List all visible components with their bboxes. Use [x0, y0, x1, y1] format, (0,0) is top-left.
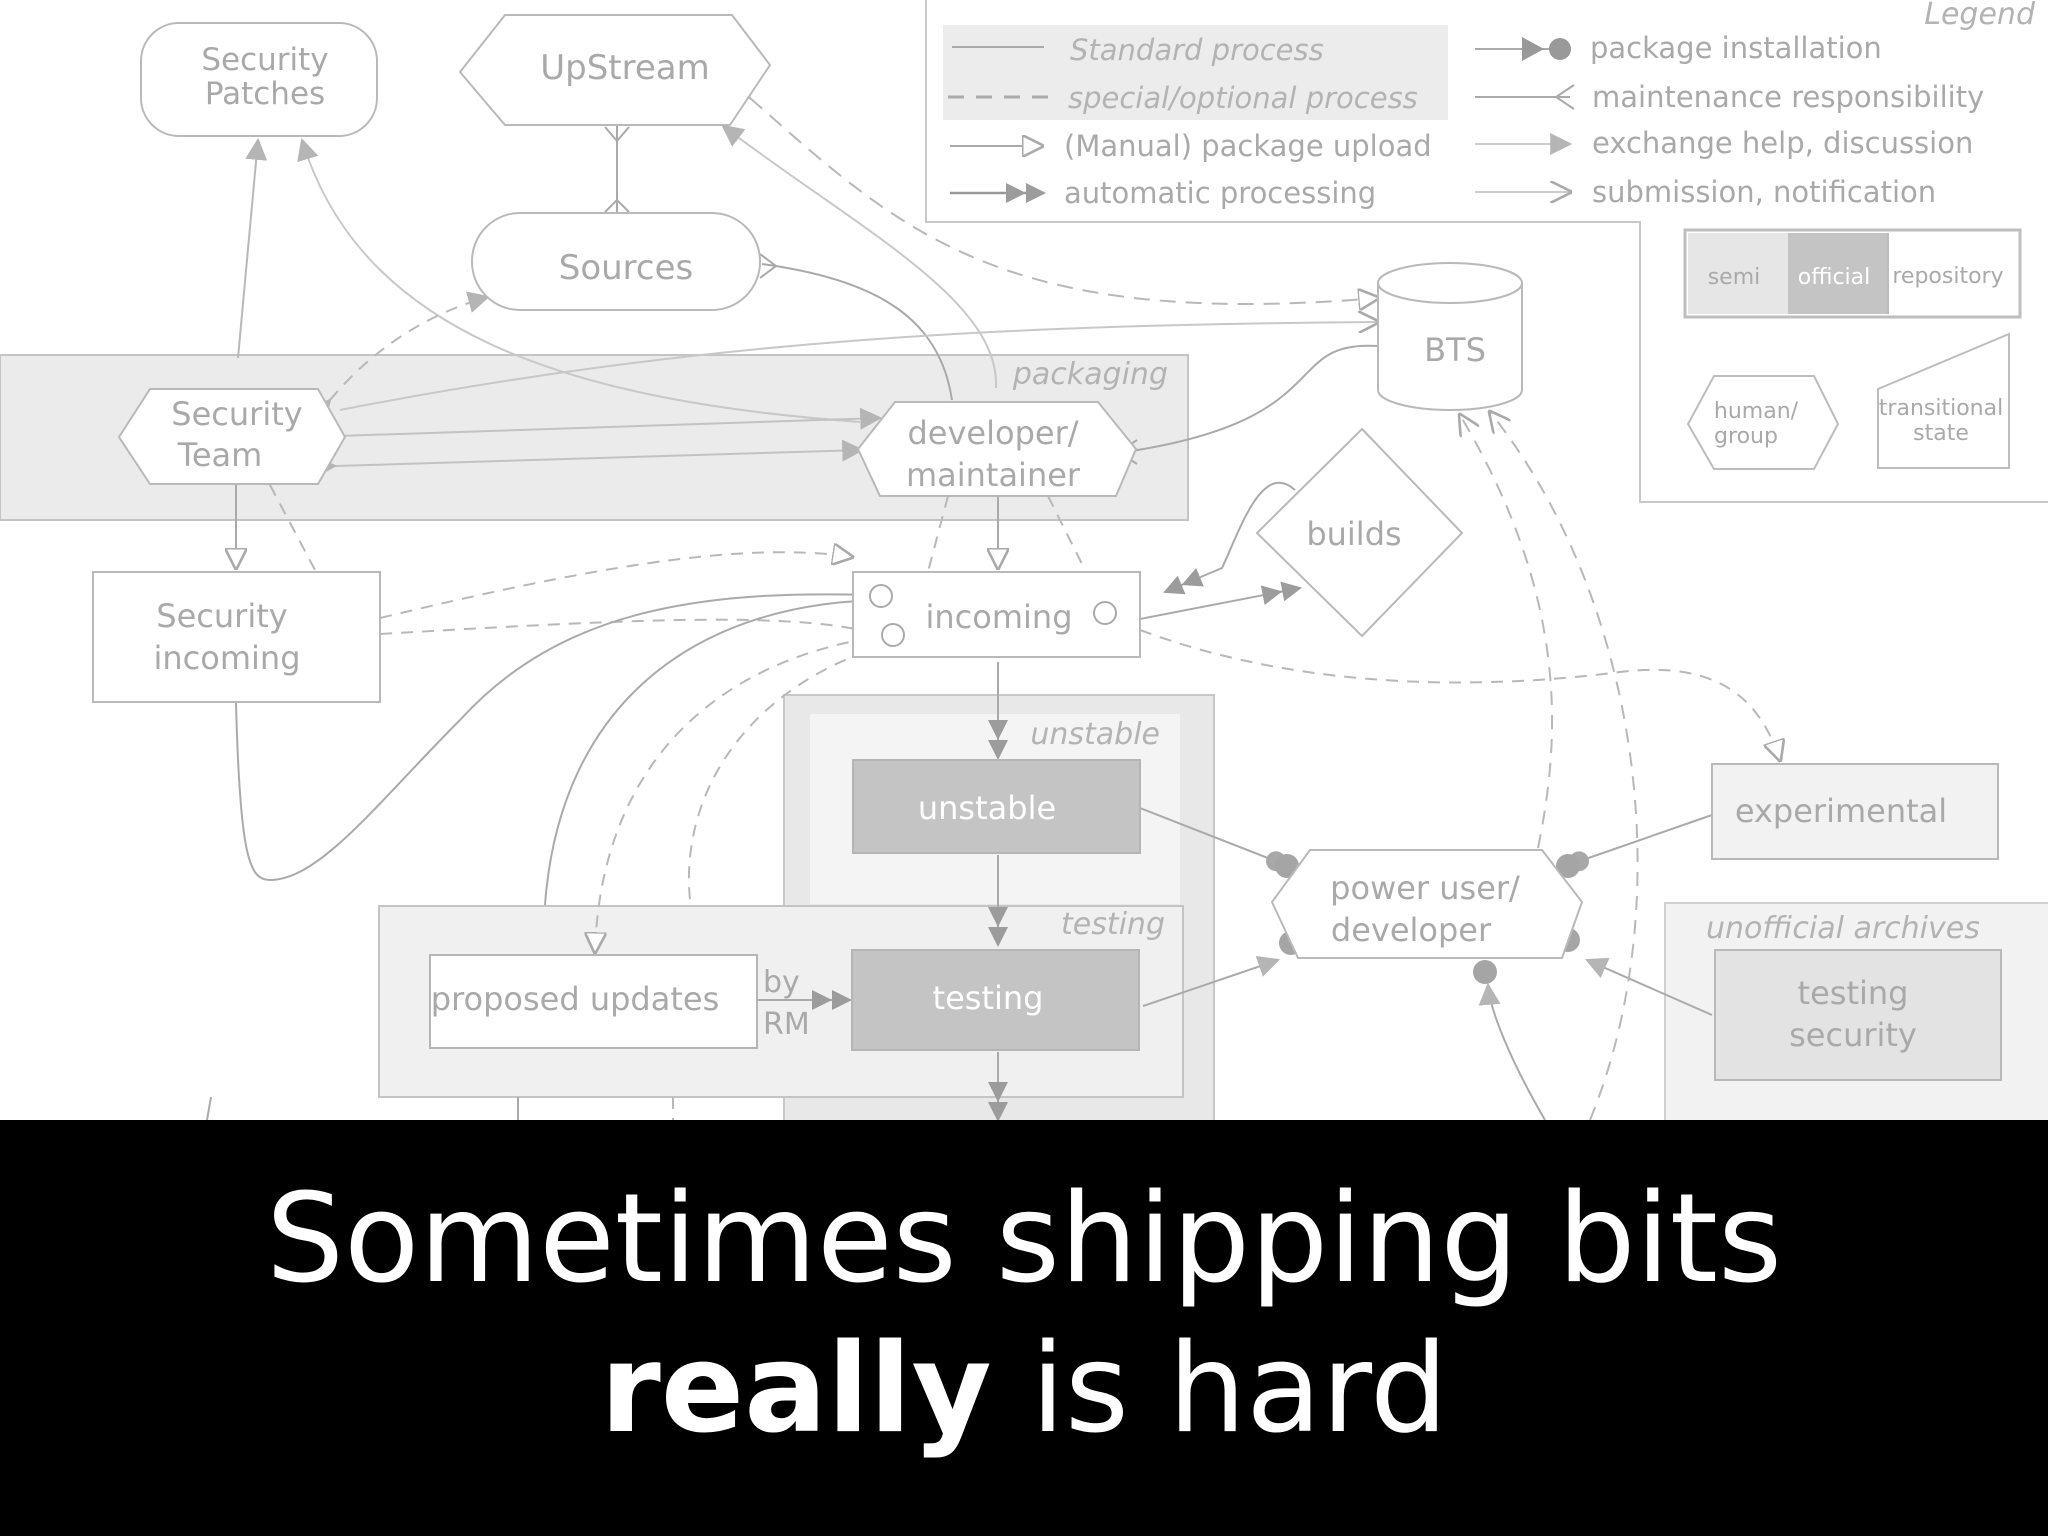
- legend-install-label: package installation: [1590, 31, 1882, 65]
- headline-emphasis: really: [600, 1318, 992, 1461]
- legend-submission-label: submission, notification: [1592, 175, 1936, 209]
- developer-label-2: maintainer: [906, 456, 1081, 494]
- upstream-node: UpStream: [458, 14, 772, 126]
- legend-title: Legend: [1924, 0, 2036, 32]
- legend-repository-label: repository: [1892, 264, 2003, 289]
- testing-security-label-1: testing: [1798, 974, 1909, 1012]
- headline-banner: Sometimes shipping bits really is hard: [0, 1120, 2048, 1536]
- proposed-updates-node: proposed updates: [429, 954, 758, 1049]
- legend-official-label: official: [1798, 265, 1871, 290]
- developer-label-1: developer/: [907, 414, 1078, 452]
- legend-upload-label: (Manual) package upload: [1064, 129, 1432, 163]
- unofficial-archives-label: unofficial archives: [1706, 911, 1980, 946]
- by-rm-label: by RM: [763, 965, 810, 1042]
- legend-transitional-label-1: transitional: [1879, 396, 2003, 421]
- incoming-node: incoming: [852, 571, 1141, 658]
- security-incoming-label-2: incoming: [154, 639, 301, 677]
- sources-label: Sources: [559, 248, 694, 288]
- connectors: [206, 98, 1780, 1120]
- legend-exchange-label: exchange help, discussion: [1592, 126, 1973, 160]
- experimental-node: experimental: [1711, 763, 1999, 860]
- upstream-label: UpStream: [540, 48, 710, 88]
- by-rm-label-2: RM: [763, 1007, 810, 1042]
- security-incoming-label-1: Security: [156, 597, 287, 635]
- security-patches-node: Security Patches: [140, 22, 378, 137]
- builds-node: builds: [1255, 427, 1464, 638]
- legend-human-label-2: group: [1714, 424, 1778, 449]
- legend-standard-label: Standard process: [1070, 33, 1324, 67]
- security-incoming-node: Security incoming: [92, 571, 381, 703]
- legend-automatic-label: automatic processing: [1064, 176, 1376, 210]
- security-patches-label-2: Patches: [205, 76, 325, 112]
- testing-node: testing: [851, 949, 1140, 1051]
- power-user-node: power user/ developer: [1270, 849, 1584, 959]
- legend-human-label-1: human/: [1714, 399, 1799, 424]
- bts-node: BTS: [1377, 262, 1523, 411]
- power-user-label-2: developer: [1331, 911, 1492, 949]
- unstable-label: unstable: [918, 789, 1056, 827]
- headline-line-1: Sometimes shipping bits: [265, 1168, 1783, 1311]
- legend-semi-label: semi: [1708, 265, 1761, 290]
- power-user-label-1: power user/: [1330, 869, 1520, 907]
- packaging-region-label: packaging: [1012, 357, 1168, 392]
- testing-security-node: testing security: [1714, 949, 2002, 1081]
- by-rm-label-1: by: [763, 965, 800, 1000]
- testing-region-label: testing: [1061, 907, 1165, 942]
- testing-security-label-2: security: [1789, 1016, 1917, 1054]
- builds-label: builds: [1306, 515, 1401, 553]
- security-team-node: Security Team: [117, 388, 347, 485]
- experimental-label: experimental: [1735, 792, 1947, 830]
- bts-label: BTS: [1424, 331, 1486, 369]
- testing-label: testing: [933, 979, 1044, 1017]
- headline-line-2: really is hard: [0, 1315, 2048, 1465]
- incoming-label: incoming: [926, 598, 1073, 636]
- unstable-node: unstable: [852, 759, 1141, 854]
- sources-node: Sources: [471, 212, 761, 311]
- proposed-updates-label: proposed updates: [431, 980, 720, 1018]
- security-team-label-1: Security: [171, 395, 302, 433]
- headline-line-2-rest: is hard: [991, 1318, 1448, 1461]
- unstable-region-label: unstable: [1030, 717, 1160, 752]
- legend-optional-label: special/optional process: [1068, 81, 1418, 115]
- security-patches-label-1: Security: [201, 42, 328, 78]
- security-team-label-2: Team: [177, 436, 263, 474]
- debian-package-flow-diagram: Legend Standard process special/optional…: [0, 0, 2048, 1120]
- legend-transitional-label-2: state: [1913, 421, 1969, 446]
- legend-maintenance-label: maintenance responsibility: [1592, 80, 1984, 114]
- developer-maintainer-node: developer/ maintainer: [856, 401, 1138, 497]
